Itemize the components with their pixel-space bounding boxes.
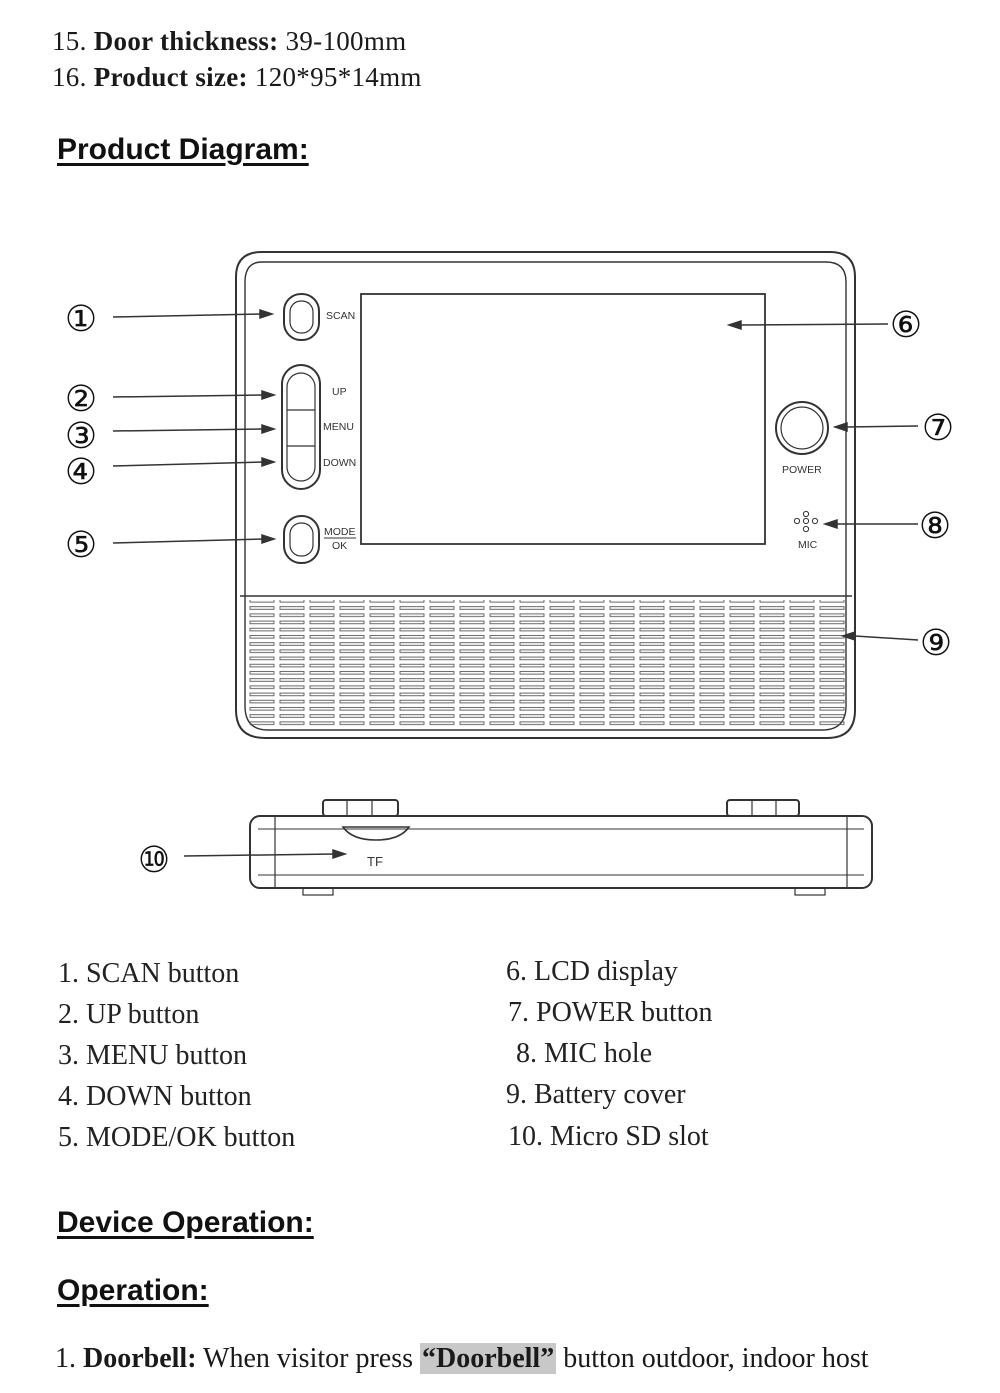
- legend-item: 4. DOWN button: [58, 1081, 252, 1112]
- legend-item: 3. MENU button: [58, 1040, 247, 1071]
- device-operation-heading: Device Operation:: [57, 1206, 314, 1239]
- legend-item: 1. SCAN button: [58, 958, 240, 989]
- spec-label: Product size:: [93, 62, 248, 92]
- op-text: button outdoor, indoor host: [563, 1343, 869, 1374]
- legend-item: 5. MODE/OK button: [58, 1122, 296, 1153]
- op-highlight: “Doorbell”: [420, 1343, 557, 1374]
- spec-num: 15.: [52, 26, 87, 56]
- legend-item: 8. MIC hole: [516, 1038, 653, 1069]
- op-text: When visitor press: [203, 1343, 413, 1374]
- spec-value: 39-100mm: [285, 26, 407, 56]
- mode-ok-button: [283, 515, 320, 564]
- ok-label: OK: [332, 540, 347, 552]
- up-label: UP: [332, 386, 347, 398]
- spec-label: Door thickness:: [93, 26, 279, 56]
- mode-label: MODE: [324, 526, 356, 538]
- micro-sd-slot: [341, 826, 411, 841]
- mic-hole: [793, 510, 819, 533]
- power-button: [775, 401, 829, 455]
- spec-num: 16.: [52, 62, 87, 92]
- product-diagram: ① ② ③ ④ ⑤ ⑥ ⑦ ⑧ ⑨ ⑩ SCAN UP MENU DOWN MO…: [65, 251, 954, 896]
- power-label: POWER: [782, 464, 822, 476]
- operation-item-1: 1. Doorbell: When visitor press “Doorbel…: [55, 1343, 869, 1375]
- callout-7: ⑦: [922, 408, 954, 449]
- callout-1: ①: [65, 299, 97, 340]
- operation-heading: Operation:: [57, 1274, 209, 1307]
- legend-item: 2. UP button: [58, 999, 200, 1030]
- callout-10: ⑩: [138, 840, 170, 881]
- spec-value: 120*95*14mm: [254, 62, 422, 92]
- callout-4: ④: [65, 452, 97, 493]
- legend-item: 7. POWER button: [508, 997, 713, 1028]
- up-menu-down-rocker: [281, 364, 321, 490]
- op-label: Doorbell:: [83, 1343, 197, 1374]
- lcd-display: [360, 293, 766, 545]
- callout-5: ⑤: [65, 525, 97, 566]
- menu-label: MENU: [323, 421, 354, 433]
- legend-item: 9. Battery cover: [506, 1079, 686, 1110]
- spec-product-size: 16. Product size: 120*95*14mm: [52, 62, 422, 93]
- callout-6: ⑥: [890, 305, 922, 346]
- down-label: DOWN: [323, 457, 356, 469]
- callout-8: ⑧: [919, 506, 951, 547]
- callout-3: ③: [65, 416, 97, 457]
- legend-item: 6. LCD display: [506, 956, 678, 987]
- op-num: 1.: [55, 1343, 76, 1374]
- scan-label: SCAN: [326, 310, 355, 322]
- legend-item: 10. Micro SD slot: [508, 1121, 709, 1152]
- device-side-view: [249, 799, 873, 896]
- mic-label: MIC: [798, 539, 818, 551]
- scan-button: [283, 293, 320, 341]
- battery-cover-grille: [246, 600, 846, 728]
- tf-label: TF: [367, 854, 383, 869]
- spec-door-thickness: 15. Door thickness: 39-100mm: [52, 26, 406, 57]
- callout-9: ⑨: [920, 623, 952, 664]
- device-housing: [235, 251, 856, 739]
- product-diagram-heading: Product Diagram:: [57, 133, 309, 166]
- callout-2: ②: [65, 379, 97, 420]
